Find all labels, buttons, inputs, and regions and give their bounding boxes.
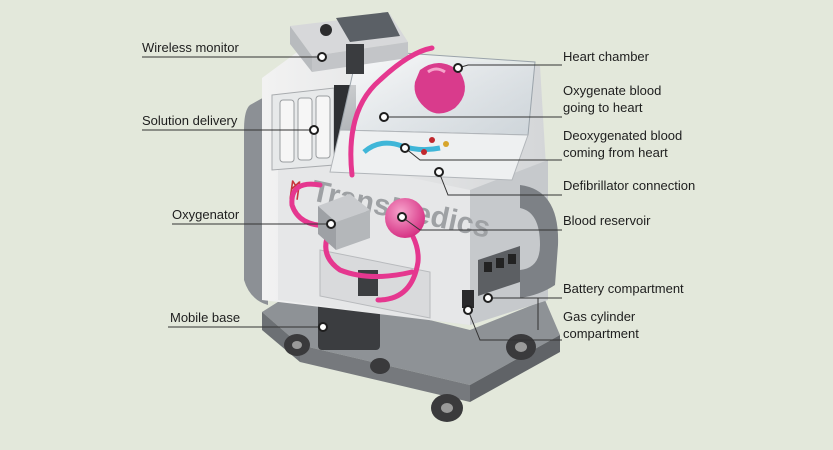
label-wireless-monitor: Wireless monitor [142, 40, 239, 55]
mobile-base-unit [262, 288, 560, 402]
label-mobile-base: Mobile base [170, 310, 241, 325]
label-battery-compartment: Battery compartment [563, 281, 684, 296]
callout-lines [142, 56, 562, 341]
callout-dots [309, 52, 493, 332]
label-solution-delivery: Solution delivery [142, 113, 238, 128]
label-heart-chamber: Heart chamber [563, 49, 649, 64]
solution-bags [271, 85, 356, 171]
console-body: ᛗ TransMedics [244, 50, 559, 325]
label-oxygenator: Oxygenator [172, 207, 240, 222]
label-blood-reservoir: Blood reservoir [563, 213, 651, 228]
oxygenator-unit [318, 194, 370, 250]
wireless-monitor-device [290, 12, 408, 74]
label-defibrillator-connection: Defibrillator connection [563, 178, 696, 193]
